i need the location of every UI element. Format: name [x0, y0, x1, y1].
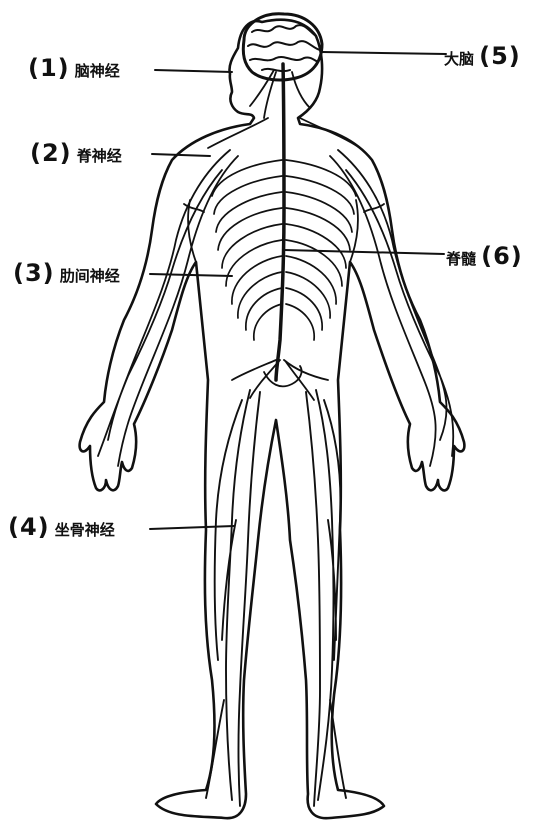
label-number: (3)	[13, 259, 55, 287]
label-text: 大脑	[444, 50, 474, 68]
label-text: 脑神经	[75, 62, 120, 80]
label-text: 脊髓	[446, 250, 476, 268]
leader-line-2	[152, 154, 210, 156]
leader-line-4	[150, 526, 234, 529]
label-spinal-cord: 脊髓 (6)	[446, 244, 523, 268]
label-sciatic-nerve: (4) 坐骨神经	[8, 515, 115, 539]
label-text: 肋间神经	[60, 267, 120, 285]
label-number: (4)	[8, 513, 50, 541]
leader-line-5	[322, 52, 446, 54]
label-number: (5)	[479, 42, 521, 70]
spinal-cord	[276, 64, 284, 380]
label-text: 脊神经	[77, 147, 122, 165]
body-outline	[80, 20, 465, 819]
arm-nerves-left	[98, 150, 238, 466]
arm-nerves-right	[330, 150, 453, 466]
label-number: (1)	[28, 54, 70, 82]
label-intercostal-nerves: (3) 肋间神经	[13, 261, 120, 285]
label-cranial-nerves: (1) 脑神经	[28, 56, 120, 80]
leader-line-3	[150, 274, 232, 276]
label-number: (6)	[481, 242, 523, 270]
intercostal-nerves-left	[212, 160, 282, 340]
leader-line-1	[155, 70, 232, 72]
leader-line-6	[284, 250, 444, 254]
label-number: (2)	[30, 139, 72, 167]
label-text: 坐骨神经	[55, 521, 115, 539]
label-spinal-nerves: (2) 脊神经	[30, 141, 122, 165]
label-cerebrum: 大脑 (5)	[444, 44, 521, 68]
pelvic-plexus	[232, 360, 328, 400]
